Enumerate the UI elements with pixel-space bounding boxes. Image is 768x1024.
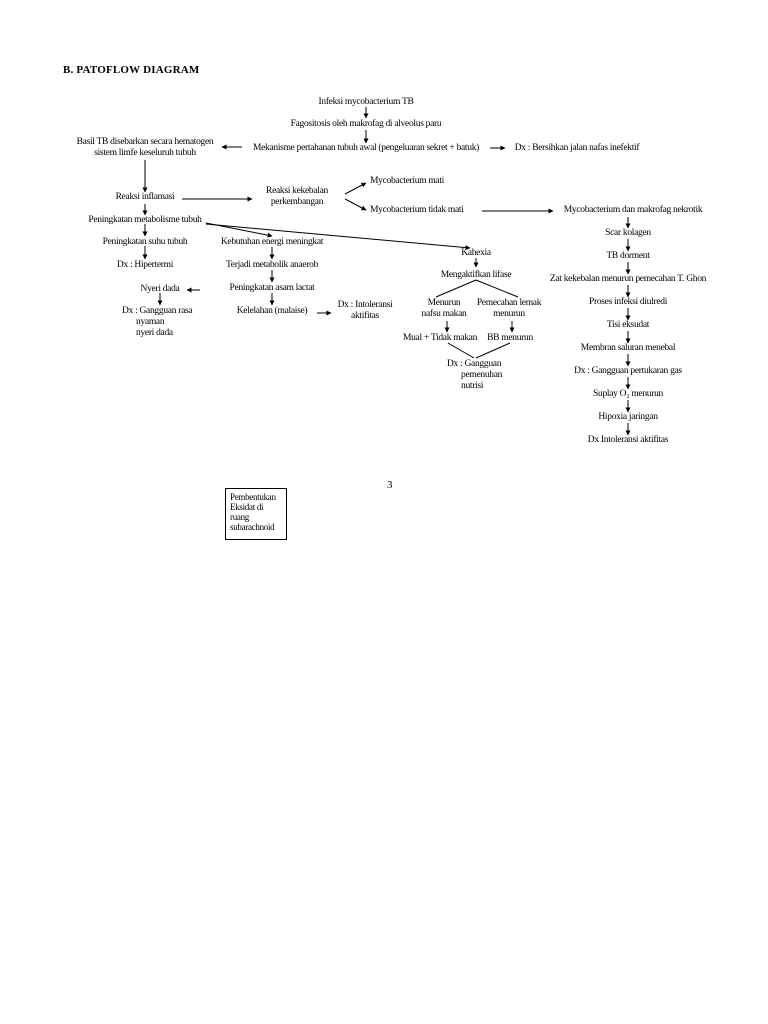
node-peningkatan-asam: Peningkatan asam lactat: [229, 283, 315, 293]
line-bb-dx: [475, 342, 511, 359]
node-myco-tidak-mati: Mycobacterium tidak mati: [370, 205, 464, 215]
node-dx-intoleransi1-line2: aktifitas: [351, 311, 379, 321]
node-dx-nyaman-line2: nyaman: [136, 317, 165, 327]
node-peningkatan-suhu: Peningkatan suhu tubuh: [102, 237, 188, 247]
node-dx-intoleransi1-line1: Dx : Intoleransi: [337, 300, 393, 310]
node-infeksi: Infeksi mycobacterium TB: [318, 97, 414, 107]
node-peningkatan-metabolisme: Peningkatan metabolisme tubuh: [88, 215, 202, 225]
diagram-heading: B. PATOFLOW DIAGRAM: [63, 64, 200, 76]
node-mual: Mual + Tidak makan: [402, 333, 478, 343]
node-dx-nyaman-line1: Dx : Gangguan rasa: [122, 306, 193, 316]
node-myco-mati: Mycobacterium mati: [370, 176, 445, 186]
node-proses-infeksi: Proses infeksi diulredi: [588, 297, 668, 307]
node-kahexia: Kahexia: [461, 248, 491, 258]
arrow-kekebalan-tidakmati: [344, 198, 367, 211]
node-scar-kolagen: Scar kolagen: [605, 228, 651, 238]
box-line2: Eksidat di: [230, 502, 264, 512]
node-tb-dorment: TB dorment: [606, 251, 650, 261]
node-basil-line1: Basil TB disebarkan secara hematogen: [76, 137, 214, 147]
node-menurun-nafsu-line1: Menurun: [427, 298, 461, 308]
node-fagositosis: Fagositosis oleh makrofag di alveolus pa…: [290, 119, 442, 129]
node-membran: Membran saluran menebal: [580, 343, 676, 353]
arrow-metabolisme-kahexia: [205, 223, 471, 251]
node-dx-nutrisi-line3: nutrisi: [461, 381, 484, 391]
node-tisi-eksudat: Tisi eksudat: [606, 320, 650, 330]
node-hipoxia: Hipoxia jaringan: [598, 412, 658, 422]
box-line4: subarachnoid: [230, 522, 275, 532]
arrow-kekebalan-mati: [344, 182, 367, 195]
node-myco-makrofag: Mycobacterium dan makrofag nekrotik: [563, 205, 703, 215]
node-dx-nutrisi-line1: Dx : Gangguan: [447, 359, 502, 369]
exudate-box: Pembentukan Eksidat di ruang subarachnoi…: [225, 488, 287, 540]
box-line1: Pembentukan: [230, 492, 276, 502]
line-lifase-lemak: [475, 279, 519, 298]
node-dx-jalan-nafas: Dx : Bersihkan jalan nafas inefektif: [514, 143, 640, 153]
node-basil-line2: sistem limfe keseluruh tubuh: [94, 148, 196, 158]
node-reaksi-inflamasi: Reaksi inflamasi: [115, 192, 175, 202]
line-lifase-menurun: [435, 279, 477, 298]
node-dx-pertukaran-gas: Dx : Gangguan pertukaran gas: [574, 366, 682, 376]
node-bb-menurun: BB menurun: [487, 333, 533, 343]
node-suplay-o2: Suplay O₂ menurun: [593, 389, 663, 399]
node-reaksi-kekebalan-line2: perkembangan: [270, 197, 324, 207]
node-kebutuhan-energi: Kebutuhan energi meningkat: [220, 237, 324, 247]
node-kelelahan: Kelelahan (malaise): [236, 306, 308, 316]
page-number: 3: [387, 479, 393, 491]
node-mekanisme: Mekanisme pertahanan tubuh awal (pengelu…: [252, 143, 480, 153]
box-line3: ruang: [230, 512, 249, 522]
node-pemecahan-lemak-line2: menurun: [493, 309, 525, 319]
node-pemecahan-lemak-line1: Pemecahan lemak: [476, 298, 542, 308]
node-menurun-nafsu-line2: nafsu makan: [421, 309, 467, 319]
node-terjadi-metabolik: Terjadi metabolik anaerob: [225, 260, 319, 270]
line-mual-dx: [447, 342, 475, 359]
node-dx-hipertermi: Dx : Hipertermi: [116, 260, 174, 270]
node-dx-nyaman-line3: nyeri dada: [136, 328, 173, 338]
node-nyeri-dada: Nyeri dada: [140, 284, 180, 294]
node-dx-nutrisi-line2: pemenuhan: [461, 370, 503, 380]
node-zat-kekebalan: Zat kekebalan menurun pemecahan T. Ghon: [549, 274, 707, 284]
node-mengaktifkan-lifase: Mengaktifkan lifase: [440, 270, 512, 280]
node-dx-intoleransi2: Dx Intoleransi aktifitas: [587, 435, 669, 445]
node-reaksi-kekebalan-line1: Reaksi kekebalan: [266, 186, 328, 196]
